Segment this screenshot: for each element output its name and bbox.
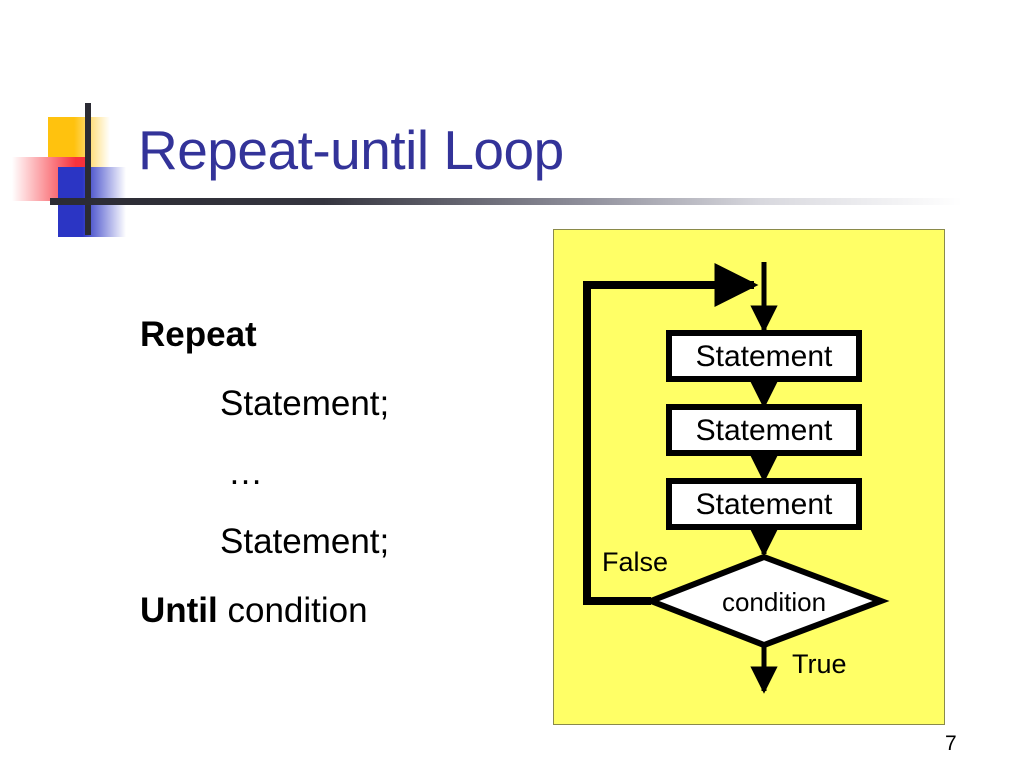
decoration-yellow-square [48, 117, 110, 179]
flow-node-statement-3-label: Statement [696, 488, 833, 521]
flowchart-diagram: Statement Statement Statement condition … [583, 262, 890, 694]
flow-node-statement-1-shape [666, 330, 862, 382]
flow-node-statement-3: Statement [666, 478, 862, 530]
flow-node-condition-label: condition [722, 587, 826, 617]
flow-node-condition: condition [642, 553, 890, 649]
pseudocode-line-until: Until condition [140, 576, 540, 645]
pseudocode-condition-word: condition [217, 591, 368, 630]
flow-node-statement-3-shape [666, 478, 862, 530]
pseudocode-keyword-until: Until [140, 591, 218, 630]
edge-label-false: False [602, 547, 668, 577]
edge-false-loopback [583, 263, 759, 605]
flow-node-statement-1: Statement [666, 330, 862, 382]
flow-node-statement-2-label: Statement [696, 414, 833, 447]
flow-node-statement-1-label: Statement [696, 340, 833, 373]
decoration-red-square [12, 157, 86, 201]
pseudocode-line-ellipsis: … [228, 453, 265, 492]
page-number: 7 [945, 732, 957, 755]
pseudocode-line-statement-2: Statement; [220, 522, 390, 561]
title-underline-rule [50, 198, 962, 205]
flowchart-panel: Statement Statement Statement condition … [553, 229, 945, 725]
edge-label-true: True [792, 649, 847, 679]
flow-node-statement-2-shape [666, 404, 862, 456]
flow-node-statement-2: Statement [666, 404, 862, 456]
page-title: Repeat-until Loop [138, 119, 564, 181]
pseudocode-block: Repeat Statement; … Statement; Until con… [140, 300, 540, 645]
pseudocode-line-repeat: Repeat [140, 315, 257, 354]
slide-decoration [0, 95, 160, 245]
decoration-vertical-bar [85, 103, 91, 235]
pseudocode-line-statement-1: Statement; [220, 384, 390, 423]
